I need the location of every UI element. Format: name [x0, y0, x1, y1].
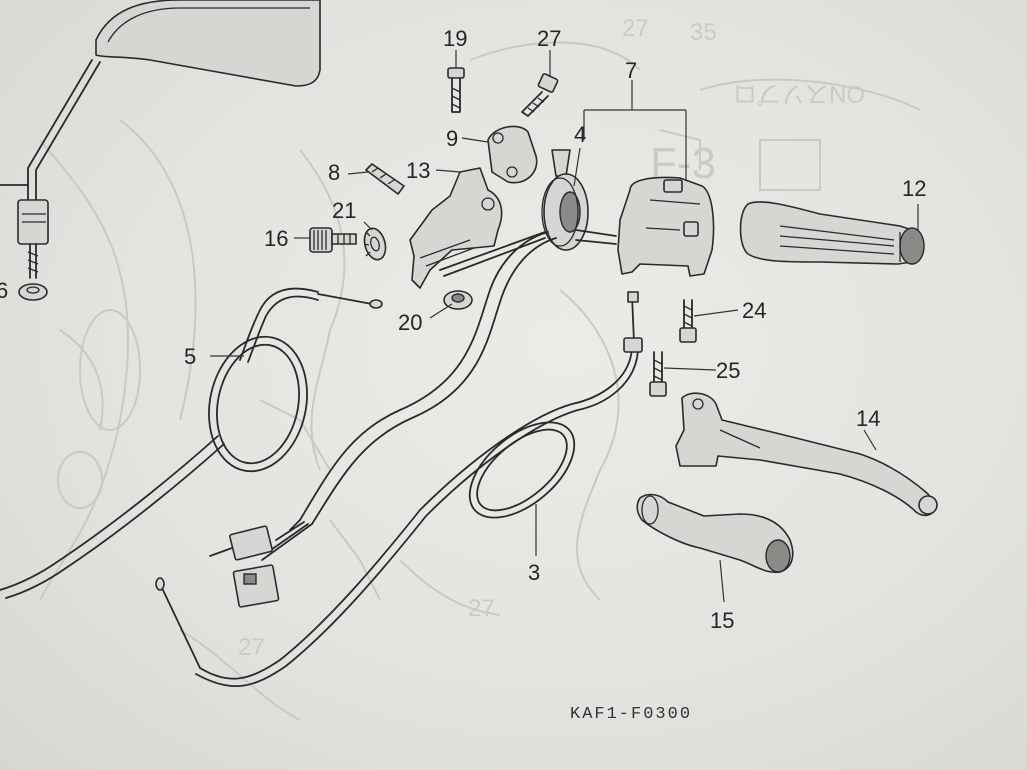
label-14: 14: [856, 406, 880, 431]
label-24: 24: [742, 298, 766, 323]
label-4: 4: [574, 122, 586, 147]
label-21: 21: [332, 198, 356, 223]
adjuster-16: [309, 227, 357, 253]
ghost-text-35: 35: [690, 19, 717, 46]
lever-cover-15: [636, 493, 794, 574]
switch-wire-harness: [209, 231, 557, 608]
screw-25: [649, 351, 667, 397]
bolt-8: [365, 163, 405, 195]
label-25: 25: [716, 358, 740, 383]
screw-27: [521, 73, 559, 117]
leader-lines: [210, 50, 919, 603]
label-12: 12: [902, 176, 926, 201]
cable-5: [0, 287, 383, 599]
ghost-text-onspro: ONスソプロ: [733, 80, 865, 107]
throttle-pipe-4: [541, 149, 617, 251]
screw-24: [679, 299, 697, 343]
cable-3: [155, 291, 643, 687]
label-3: 3: [528, 560, 540, 585]
nut-21: [363, 227, 387, 261]
ghost-text-27b: 27: [468, 595, 495, 622]
label-16: 16: [264, 226, 288, 251]
diagram-code: KAF1-F0300: [570, 705, 692, 724]
label-8: 8: [328, 160, 340, 185]
lever-bracket-13: [409, 167, 546, 289]
ghost-text-27a: 27: [622, 15, 649, 42]
label-13: 13: [406, 158, 430, 183]
label-15: 15: [710, 608, 734, 633]
lever-14: [675, 392, 938, 517]
holder-9: [487, 125, 538, 184]
mirror-assembly: [0, 0, 321, 301]
callout-labels: 19 27 7 9 4 8 13 12 21 16 6 5 20 24 25 1…: [0, 26, 926, 633]
label-20: 20: [398, 310, 422, 335]
label-7: 7: [625, 58, 637, 83]
label-27: 27: [537, 26, 561, 51]
label-9: 9: [446, 126, 458, 151]
switch-housing-7: [617, 176, 715, 277]
grip-12: [739, 201, 925, 265]
ghost-text-27c: 27: [238, 634, 265, 661]
background-bleed-through: 35 27 7 ONスソプロ F-3 27 27: [39, 15, 921, 721]
label-6: 6: [0, 278, 8, 303]
label-19: 19: [443, 26, 467, 51]
screw-19: [447, 67, 465, 113]
label-5: 5: [184, 344, 196, 369]
